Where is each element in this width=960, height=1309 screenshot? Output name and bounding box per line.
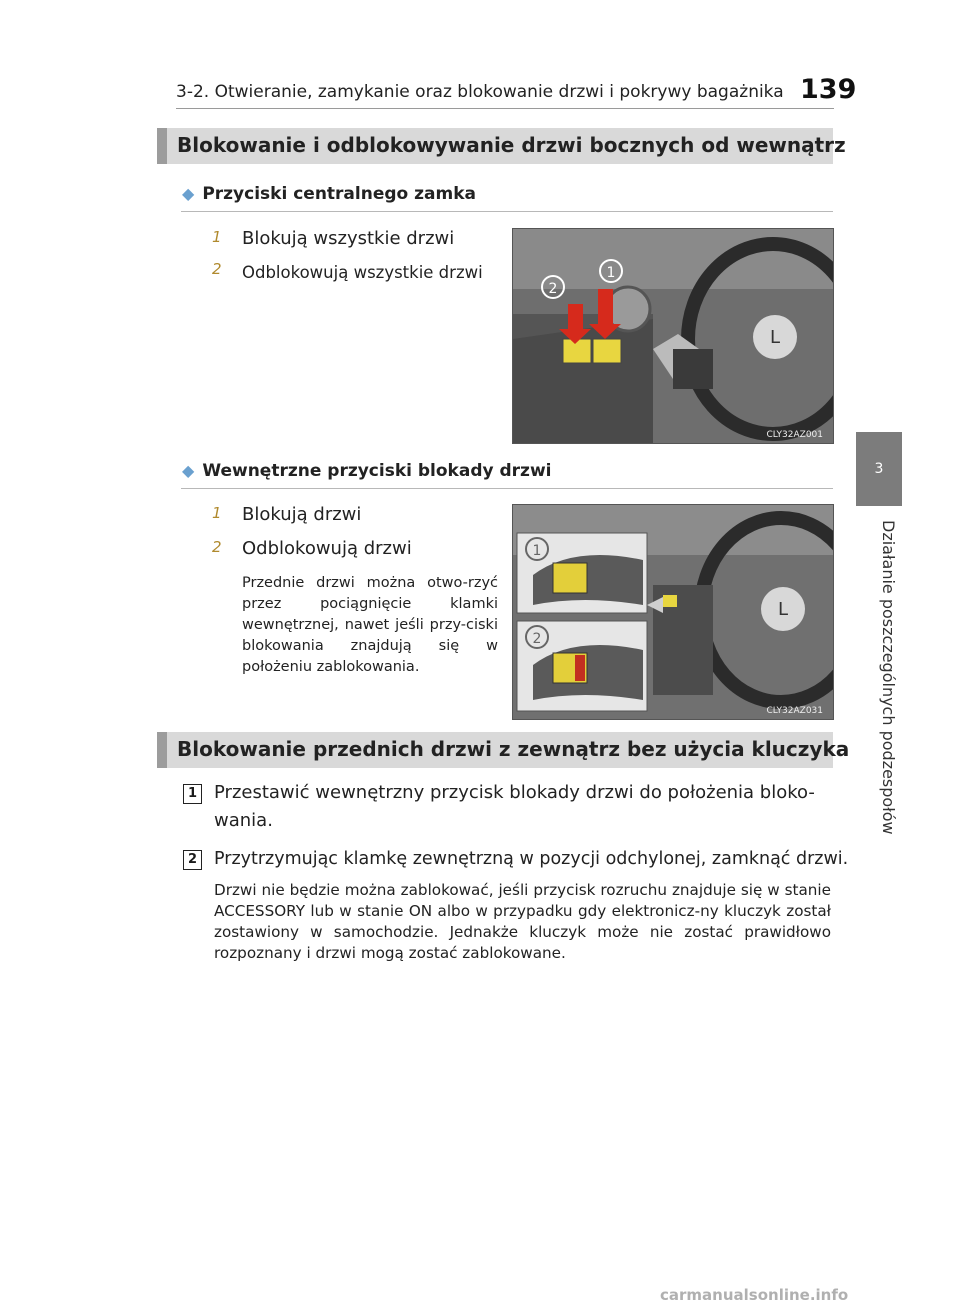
- subsection-title: Przyciski centralnego zamka: [202, 184, 476, 204]
- diamond-bullet-icon: ◆: [182, 184, 195, 203]
- item-number: 2: [212, 260, 222, 278]
- photo-callout: 2: [533, 631, 542, 647]
- photo-callout: 2: [549, 281, 558, 297]
- door-lock-button-photo: L 1 2 CLY32AZ031: [512, 504, 834, 720]
- step-text: Przestawić wewnętrzny przycisk blokady d…: [214, 782, 815, 831]
- section-title-bar: Blokowanie i odblokowywanie drzwi boczny…: [157, 128, 846, 164]
- section-title-bar: Blokowanie przednich drzwi z zewnątrz be…: [157, 732, 849, 768]
- watermark: carmanualsonline.info: [660, 1286, 849, 1304]
- photo-callout: 1: [607, 265, 616, 281]
- item-text: Odblokowują drzwi: [242, 538, 412, 559]
- central-lock-illustration: L 2 1 CLY32AZ001: [513, 229, 833, 443]
- subsection-divider: [181, 211, 833, 212]
- door-lock-illustration: L 1 2 CLY32AZ031: [513, 505, 833, 719]
- page-number: 139: [800, 74, 857, 105]
- photo-code: CLY32AZ031: [766, 706, 823, 716]
- step-number-badge: 1: [183, 784, 202, 804]
- item-number: 1: [212, 228, 222, 246]
- svg-text:L: L: [778, 599, 788, 620]
- section-title: Blokowanie i odblokowywanie drzwi boczny…: [177, 133, 846, 157]
- item-text: Blokują wszystkie drzwi: [242, 228, 455, 249]
- header-divider: [176, 108, 834, 109]
- running-header: 3-2. Otwieranie, zamykanie oraz blokowan…: [176, 82, 784, 102]
- svg-text:L: L: [770, 327, 780, 348]
- step-number-badge: 2: [183, 850, 202, 870]
- item-text: Odblokowują wszystkie drzwi: [242, 263, 483, 282]
- step-text: Przytrzymując klamkę zewnętrzną w pozycj…: [214, 849, 849, 869]
- photo-callout: 1: [533, 543, 542, 559]
- diamond-bullet-icon: ◆: [182, 461, 195, 480]
- photo-code: CLY32AZ001: [766, 430, 823, 440]
- central-lock-photo: L 2 1 CLY32AZ001: [512, 228, 834, 444]
- note-paragraph: Przednie drzwi można otwo-rzyć przez poc…: [242, 575, 498, 675]
- note-paragraph: Drzwi nie będzie można zablokować, jeśli…: [214, 881, 831, 962]
- item-text: Blokują drzwi: [242, 504, 362, 525]
- subsection-title: Wewnętrzne przyciski blokady drzwi: [202, 461, 552, 481]
- section-title: Blokowanie przednich drzwi z zewnątrz be…: [177, 737, 850, 761]
- subsection-heading: ◆ Przyciski centralnego zamka: [182, 184, 476, 204]
- chapter-tab: 3: [856, 432, 902, 506]
- subsection-divider: [181, 488, 833, 489]
- chapter-label: Działanie poszczególnych podzespołów: [879, 520, 898, 835]
- item-number: 1: [212, 504, 222, 522]
- item-number: 2: [212, 538, 222, 556]
- subsection-heading: ◆ Wewnętrzne przyciski blokady drzwi: [182, 461, 552, 481]
